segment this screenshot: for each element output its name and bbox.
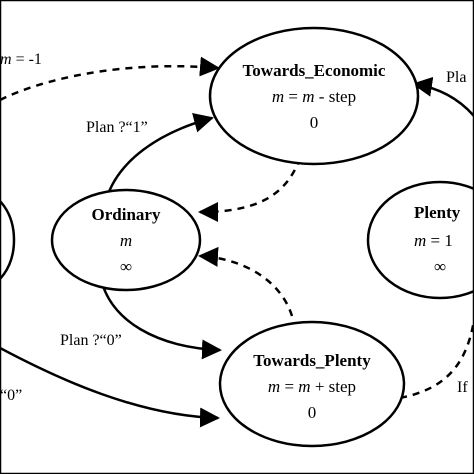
edge-label-right-top: Pla <box>446 69 466 86</box>
state-title: Towards_Plenty <box>253 351 371 370</box>
state-time: 0 <box>310 113 319 132</box>
state-title: Plenty <box>414 203 461 222</box>
edge-label-ordinary-to-plenty: Plan ?“0” <box>60 332 122 349</box>
edge-label-ordinary-to-economic: Plan ?“1” <box>86 119 148 136</box>
state-time: ∞ <box>120 257 132 276</box>
state-towards-economic: Towards_Economic m = m - step 0 <box>208 26 420 166</box>
state-m-expression: m = m - step <box>272 87 356 106</box>
edge-plenty-to-ordinary <box>198 246 294 317</box>
state-m-expression: m <box>120 231 132 250</box>
edge-economic-to-ordinary <box>198 157 302 222</box>
edge-right-to-economic <box>412 76 474 117</box>
state-left-partial <box>0 199 16 281</box>
edge-bottom-left-solid <box>0 346 220 428</box>
edge-right-from-plenty <box>399 319 474 400</box>
edge-label-right-bottom: If <box>457 379 468 396</box>
edges <box>0 56 474 428</box>
state-m-expression: m = 1 <box>414 231 453 250</box>
state-towards-plenty: Towards_Plenty m = m + step 0 <box>218 320 406 448</box>
state-time: 0 <box>308 403 317 422</box>
edge-ordinary-to-plenty <box>98 273 222 360</box>
edge-top-left-dashed <box>0 56 220 102</box>
state-plenty: Plenty m = 1 ∞ <box>366 180 474 300</box>
edge-label-bottom-left: “0” <box>0 387 22 404</box>
state-ordinary: Ordinary m ∞ <box>50 188 202 292</box>
state-m-expression: m = m + step <box>268 377 356 396</box>
edge-ordinary-to-economic <box>104 113 214 201</box>
state-time: ∞ <box>434 257 446 276</box>
edge-label-top-left: m = -1 <box>0 51 42 68</box>
state-title: Towards_Economic <box>243 61 386 80</box>
state-title: Ordinary <box>92 205 161 224</box>
